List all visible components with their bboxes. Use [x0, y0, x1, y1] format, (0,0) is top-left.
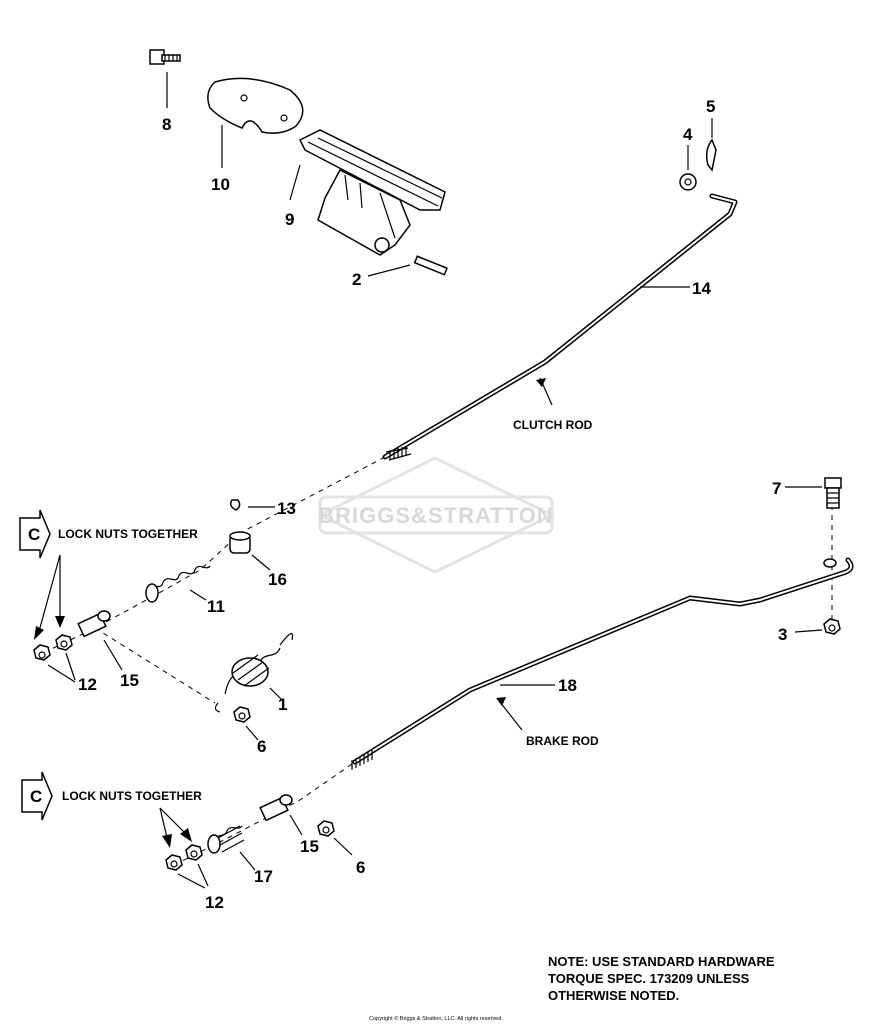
watermark-text: BRIGGS&STRATTON — [318, 503, 553, 528]
label-2: 2 — [352, 270, 361, 289]
label-16: 16 — [268, 570, 287, 589]
c-tag-upper: C — [19, 509, 51, 559]
label-6-upper: 6 — [257, 737, 266, 756]
copyright-text: Copyright © Briggs & Stratton, LLC. All … — [369, 1015, 503, 1022]
brake-rod-18 — [351, 557, 854, 770]
label-8: 8 — [162, 115, 171, 134]
label-7: 7 — [772, 479, 781, 498]
c-tag-upper-label: C — [28, 525, 40, 544]
label-12-lower: 12 — [205, 893, 224, 912]
bushing-16 — [229, 531, 271, 571]
label-18: 18 — [558, 676, 577, 695]
c-tag-lower-label: C — [30, 787, 42, 806]
lock-nuts-arrows-lower — [159, 807, 192, 848]
lock-nuts-callout-lower: LOCK NUTS TOGETHER — [62, 789, 202, 803]
nut-6-lower — [317, 820, 353, 856]
label-3: 3 — [778, 625, 787, 644]
label-11: 11 — [207, 597, 225, 616]
label-15-lower: 15 — [300, 837, 319, 856]
bolt-7 — [785, 477, 842, 509]
clutch-rod-callout: CLUTCH ROD — [513, 418, 593, 432]
label-12-upper: 12 — [78, 675, 97, 694]
note-line-3: OTHERWISE NOTED. — [548, 988, 679, 1003]
pedal-9 — [289, 129, 446, 256]
label-9: 9 — [285, 210, 294, 229]
label-15-upper: 15 — [120, 671, 139, 690]
pin-2 — [367, 255, 448, 277]
spring-17 — [207, 825, 256, 871]
plate-10 — [207, 77, 304, 168]
lock-nuts-12-upper — [33, 634, 76, 683]
label-6-lower: 6 — [356, 858, 365, 877]
cotter-pin-5 — [705, 118, 717, 172]
bolt-8 — [149, 49, 181, 108]
clutch-rod-14 — [382, 193, 738, 461]
spring-alignment-line — [94, 627, 216, 704]
clip-13 — [229, 499, 275, 511]
label-1: 1 — [278, 695, 287, 714]
nut-6-upper — [233, 706, 259, 741]
label-10: 10 — [211, 175, 230, 194]
label-5: 5 — [706, 97, 715, 116]
label-13: 13 — [277, 499, 296, 518]
label-17: 17 — [254, 867, 273, 886]
trunnion-15-upper — [77, 610, 123, 671]
note-line-2: TORQUE SPEC. 173209 UNLESS — [548, 971, 750, 986]
lock-nuts-arrows-upper — [34, 554, 65, 640]
brake-rod-callout: BRAKE ROD — [526, 734, 599, 748]
c-tag-lower: C — [21, 771, 53, 821]
spring-1 — [214, 633, 294, 713]
washer-4 — [679, 145, 697, 191]
nut-3 — [794, 618, 841, 635]
note-line-1: NOTE: USE STANDARD HARDWARE — [548, 954, 775, 969]
brake-alignment-line — [179, 763, 353, 863]
spring-11 — [145, 565, 211, 603]
label-14: 14 — [692, 279, 711, 298]
label-4: 4 — [683, 125, 693, 144]
lock-nuts-12-lower — [165, 844, 209, 889]
watermark-logo: BRIGGS&STRATTON — [316, 456, 556, 574]
trunnion-15-lower — [259, 794, 303, 836]
lock-nuts-callout-upper: LOCK NUTS TOGETHER — [58, 527, 198, 541]
